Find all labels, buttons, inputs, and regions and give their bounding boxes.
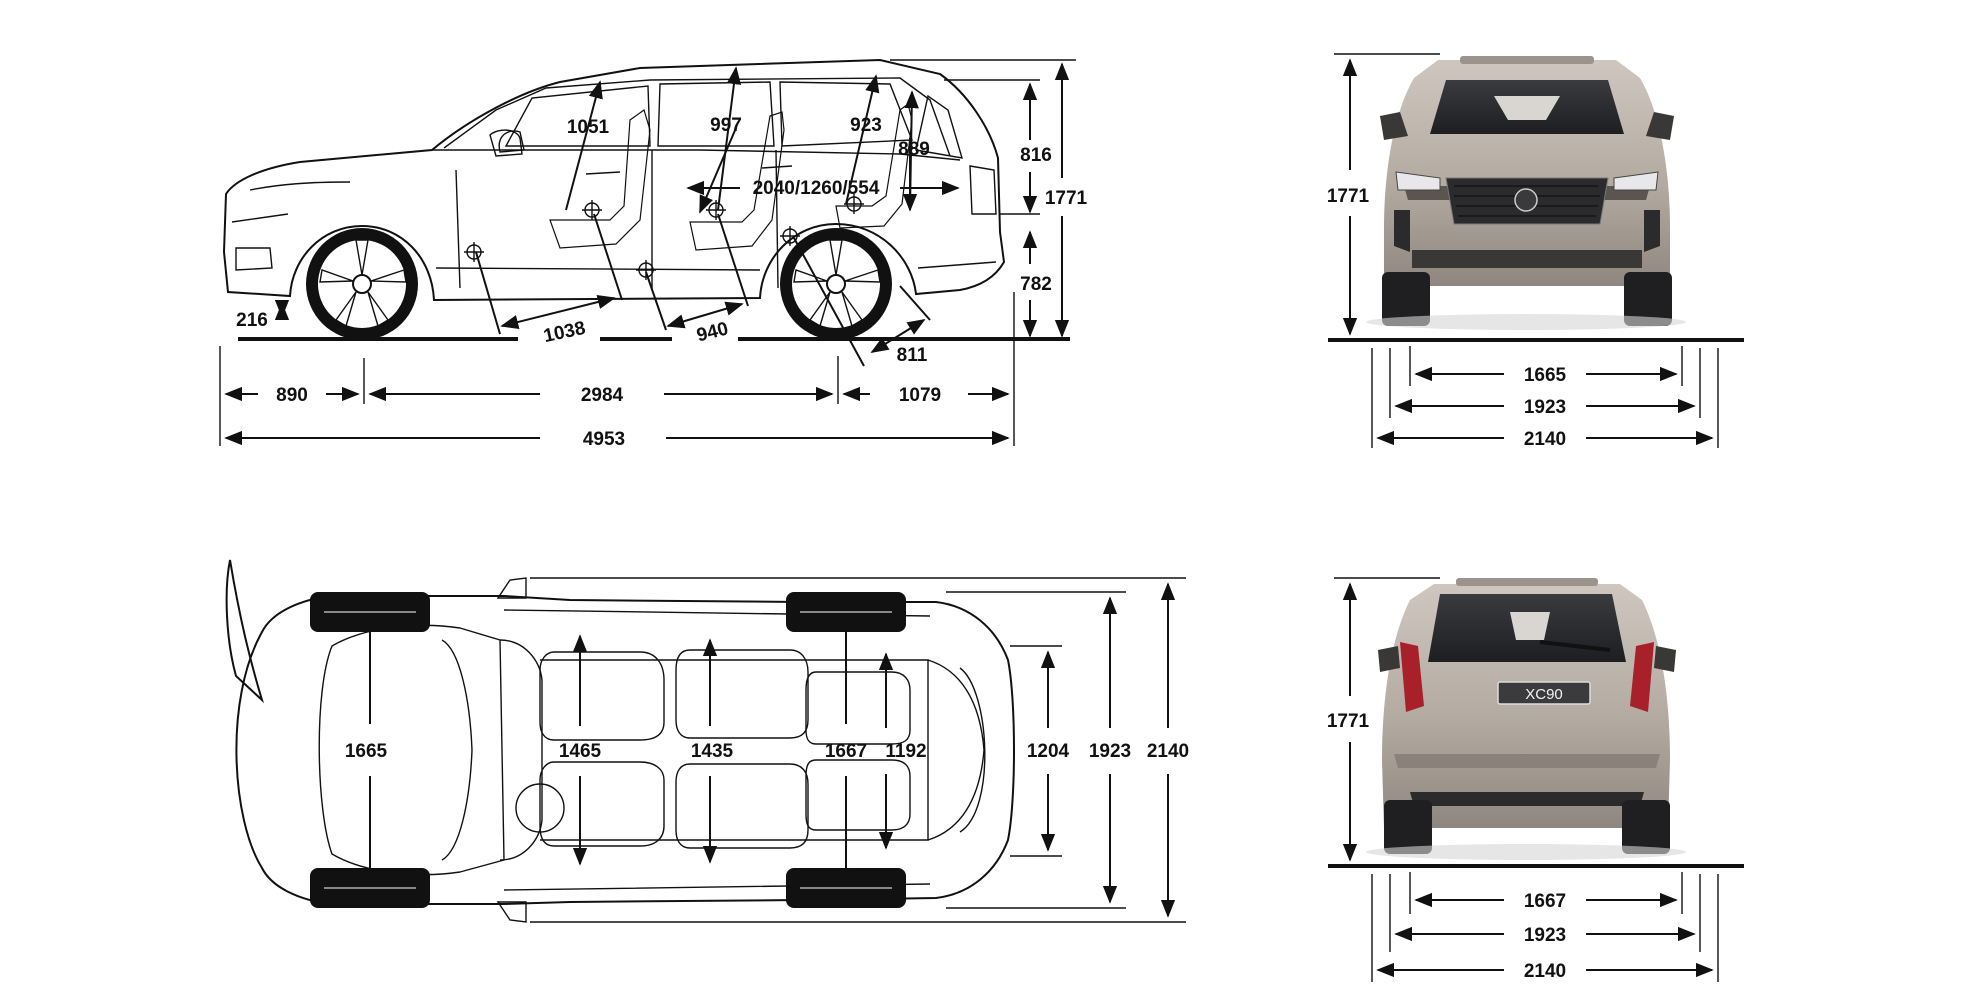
dim-front-height: 1771: [1327, 186, 1370, 207]
dim-front-body-width: 1923: [1524, 397, 1566, 418]
dim-front-track: 1665: [1524, 365, 1567, 386]
dim-headroom-third: 923: [850, 115, 882, 136]
side-front-wheel: [306, 228, 418, 340]
dim-front-width-mirrors: 2140: [1524, 429, 1566, 450]
dim-lower-height: 782: [1020, 274, 1052, 295]
rear-dimension-lines: [1334, 577, 1719, 982]
top-dimension-lines: [362, 577, 1186, 923]
dim-cargo-height: 889: [898, 139, 930, 160]
dim-ground-clearance: 216: [236, 310, 268, 331]
top-dimension-labels: 1665 1465 1435 1667 1192 1204 1923 2140: [345, 741, 1189, 762]
side-dimension-lines: [219, 59, 1076, 446]
dim-headroom-second: 997: [710, 115, 742, 136]
dim-cargo-length: 2040/1260/554: [753, 178, 880, 199]
dim-legroom-front: 1038: [542, 318, 588, 347]
dim-total-length: 4953: [583, 429, 625, 450]
dim-front-overhang: 890: [276, 385, 308, 406]
dim-rear-height: 1771: [1327, 711, 1370, 732]
dim-rear-overhang: 1079: [899, 385, 941, 406]
dim-roof-upper: 816: [1020, 145, 1052, 166]
rear-car-illustration: XC90: [1366, 578, 1686, 860]
dim-legroom-third: 811: [897, 345, 928, 366]
dim-total-height: 1771: [1045, 188, 1088, 209]
side-view: 1051 997 923 889 2040/1260/554 816 1771 …: [219, 58, 1088, 450]
dim-cargo-width: 1204: [1027, 741, 1070, 762]
side-rear-wheel: [780, 228, 892, 340]
rear-dimension-labels: 1771 1667 1923 2140: [1327, 711, 1566, 982]
top-seats: [515, 649, 911, 849]
top-view: 1665 1465 1435 1667 1192 1204 1923 2140: [225, 559, 1189, 923]
rear-view: XC90 177: [1327, 577, 1744, 982]
front-car-illustration: [1366, 56, 1686, 330]
dim-headroom-front: 1051: [567, 117, 610, 138]
dim-wheelbase: 2984: [581, 385, 624, 406]
front-view: 1771 1665 1923 2140: [1327, 53, 1744, 450]
dim-shoulder-front: 1465: [559, 741, 602, 762]
dim-top-body-width: 1923: [1089, 741, 1131, 762]
dim-top-rear-track: 1667: [825, 741, 867, 762]
dim-legroom-second: 940: [695, 318, 731, 346]
dim-rear-body-width: 1923: [1524, 925, 1566, 946]
dim-rear-track: 1667: [1524, 891, 1566, 912]
front-dimension-labels: 1771 1665 1923 2140: [1327, 186, 1567, 450]
dim-rear-width-mirrors: 2140: [1524, 961, 1566, 982]
dim-shoulder-second: 1435: [691, 741, 734, 762]
dim-shoulder-third: 1192: [885, 741, 926, 762]
rear-badge: XC90: [1525, 686, 1563, 703]
side-car-outline: [222, 58, 1006, 340]
dim-top-front-track: 1665: [345, 741, 388, 762]
dim-top-width-mirrors: 2140: [1147, 741, 1189, 762]
front-dimension-lines: [1334, 53, 1719, 448]
side-dimension-labels: 1051 997 923 889 2040/1260/554 816 1771 …: [236, 115, 1087, 450]
top-car-outline: [225, 559, 1015, 923]
